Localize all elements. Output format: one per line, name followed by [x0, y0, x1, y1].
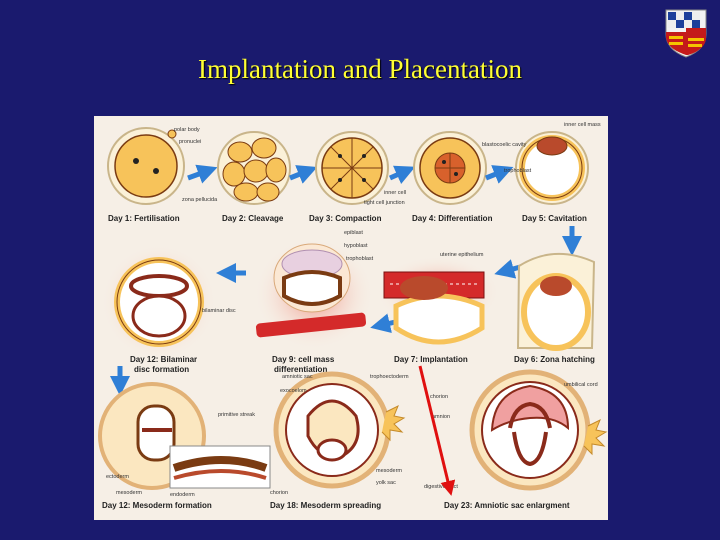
stage-label-day4: Day 4: Differentiation [412, 214, 493, 223]
hatching-stage [516, 253, 596, 351]
annotation-trophoblast: trophoblast [504, 168, 532, 174]
annotation-mesoderm-18: mesoderm [376, 468, 402, 474]
annotation-trophoblast-9: trophoblast [346, 256, 374, 262]
annotation-endoderm: endoderm [170, 492, 195, 498]
blastocyst-stage [515, 131, 589, 205]
annotation-primitive-streak: primitive streak [218, 412, 255, 418]
annotation-blastocoelic: blastocoelic cavity [482, 142, 527, 148]
stage-label-day6: Day 6: Zona hatching [514, 355, 595, 364]
annotation-epiblast: epiblast [344, 230, 363, 236]
annotation-hypoblast: hypoblast [344, 243, 368, 249]
amniotic-enlargement-stage [469, 369, 608, 491]
stage-label-day18: Day 18: Mesoderm spreading [270, 501, 381, 510]
flow-arrow [187, 164, 218, 184]
stage-label-day7: Day 7: Implantation [394, 355, 468, 364]
stage-label-day12a-line2: disc formation [134, 365, 189, 374]
annotation-amnion: amnion [432, 414, 450, 420]
stage-label-day12b: Day 12: Mesoderm formation [102, 501, 212, 510]
stage-label-day3: Day 3: Compaction [309, 214, 382, 223]
annotation-inner-cell-mass: inner cell mass [564, 122, 601, 128]
stage-label-day23: Day 23: Amniotic sac enlargment [444, 501, 570, 510]
flow-arrow [289, 165, 318, 184]
annotation-exocoelom: exocoelom [280, 388, 307, 394]
annotation-umbilical: umbilical cord [564, 382, 598, 388]
cell-mass-stage [254, 238, 374, 350]
implantation-stage [376, 256, 500, 345]
mesoderm-formation-stage [98, 382, 271, 490]
compaction-stage [315, 131, 389, 205]
university-crest-icon [665, 9, 707, 58]
annotation-ectoderm: ectoderm [106, 474, 129, 480]
annotation-polar-body: polar body [174, 127, 200, 133]
annotation-tight-junction: tight cell junction [364, 200, 405, 206]
annotation-digestive: digestive tract [424, 484, 458, 490]
highlight-arrow [418, 365, 456, 496]
stage-label-day9: Day 9: cell mass [272, 355, 335, 364]
zygote-stage [107, 127, 185, 205]
slide-title: Implantation and Placentation [198, 54, 522, 84]
annotation-pronuclei: pronuclei [179, 139, 201, 145]
mesoderm-spreading-stage [273, 371, 406, 489]
differentiation-stage [413, 131, 487, 205]
annotation-amniotic-sac: amniotic sac [282, 374, 313, 380]
bilaminar-stage [101, 244, 217, 360]
annotation-chorion-23: chorion [430, 394, 448, 400]
annotation-yolk-sac: yolk sac [376, 480, 396, 486]
annotation-uterine-epithelium: uterine epithelium [440, 252, 484, 258]
flow-arrow [485, 165, 514, 184]
cleavage-stage [217, 131, 291, 205]
annotation-zona: zona pellucida [182, 197, 218, 203]
stage-label-day12a: Day 12: Bilaminar [130, 355, 197, 364]
annotation-inner-cell: inner cell [384, 190, 406, 196]
flow-arrow [388, 165, 416, 185]
stage-label-day5: Day 5: Cavitation [522, 214, 587, 223]
stage-label-day1: Day 1: Fertilisation [108, 214, 180, 223]
development-diagram: polar body pronuclei zona pellucida Day … [94, 116, 608, 520]
stage-label-day2: Day 2: Cleavage [222, 214, 284, 223]
annotation-mesoderm: mesoderm [116, 490, 142, 496]
annotation-bilaminar: bilaminar disc [202, 308, 236, 314]
stage-label-day9-line2: differentiation [274, 365, 327, 374]
annotation-chorion-18: chorion [270, 490, 288, 496]
annotation-trophoectoderm: trophoectoderm [370, 374, 409, 380]
